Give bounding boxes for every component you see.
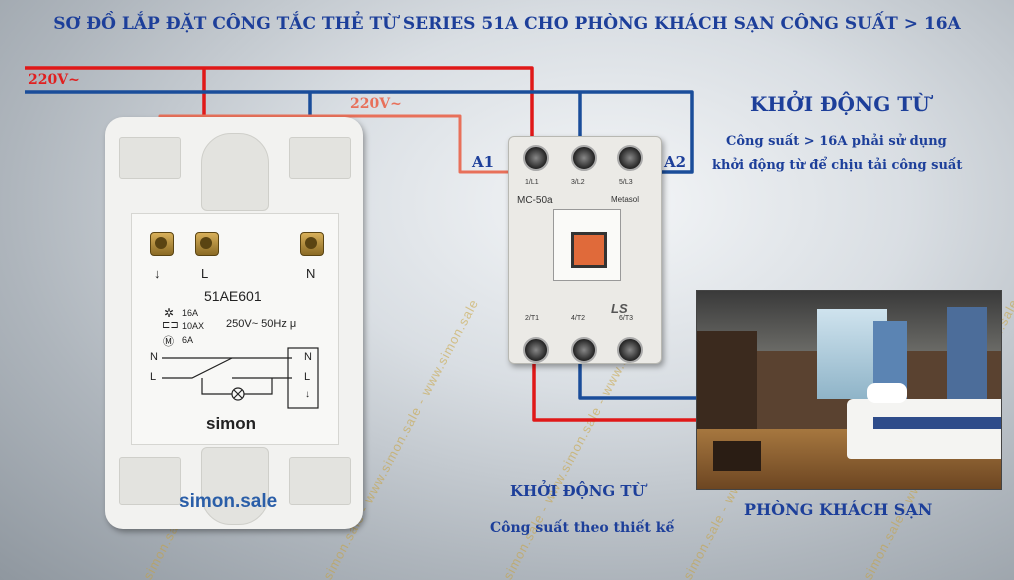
contactor-model: MC-50a	[517, 195, 553, 206]
wiring-right-ground-label: ↓	[305, 389, 310, 400]
terminal-n-label: N	[306, 266, 316, 281]
mount-slot-bottom	[201, 447, 269, 525]
contactor-series: Metasol	[611, 195, 640, 204]
neutral-wire-supply	[25, 90, 694, 174]
terminal-l	[195, 232, 219, 256]
plate-rib	[289, 137, 351, 179]
label-6-t3: 6/T3	[619, 315, 634, 322]
hotel-room-photo	[696, 290, 1002, 490]
terminal-ground	[150, 232, 174, 256]
contactor-note-line-2: khởi động từ để chịu tải công suất	[712, 158, 963, 173]
wiring-l-label: L	[150, 371, 157, 383]
terminal-5-l3	[617, 145, 643, 171]
live-wire-supply	[25, 66, 534, 150]
supply-voltage-label: 220V~	[28, 72, 80, 88]
terminal-4-t2	[571, 337, 597, 363]
contactor-caption-sub: Công suất theo thiết kế	[490, 520, 675, 536]
terminal-3-l2	[571, 145, 597, 171]
coil-voltage-label: 220V~	[350, 96, 402, 112]
terminal-1-l1	[523, 145, 549, 171]
contactor-caption: KHỞI ĐỘNG TỪ	[510, 482, 645, 500]
rating-16a: 16A	[182, 308, 199, 318]
coil-a2-label: A2	[664, 153, 687, 171]
terminal-ground-label: ↓	[154, 266, 161, 281]
coil-a1-label: A1	[472, 153, 495, 171]
ls-logo: LS	[611, 301, 628, 316]
wiring-n-label: N	[150, 351, 158, 363]
terminal-n	[300, 232, 324, 256]
motor-icon: Ⓜ	[163, 336, 174, 348]
plate-rib	[119, 137, 181, 179]
rating-10ax: 10AX	[182, 321, 205, 331]
wiring-right-n-label: N	[304, 351, 312, 363]
live-wire-load	[532, 345, 696, 422]
mount-slot-top	[201, 133, 269, 211]
terminal-6-t3	[617, 337, 643, 363]
switch-model: 51AE601	[204, 288, 262, 304]
internal-wiring-diagram	[162, 347, 319, 409]
page-title: SƠ ĐỒ LẮP ĐẶT CÔNG TẮC THẺ TỪ SERIES 51A…	[53, 14, 961, 34]
bulb-icon: ✲	[164, 306, 175, 320]
site-logo: simon.sale	[179, 491, 278, 512]
label-5-l3: 5/L3	[619, 179, 633, 186]
label-1-l1: 1/L1	[525, 179, 539, 186]
plate-rib	[119, 457, 181, 505]
magnetic-contactor: 1/L1 3/L2 5/L3 MC-50a Metasol LS 2/T1 4/…	[508, 136, 662, 364]
contactor-heading: KHỞI ĐỘNG TỪ	[750, 92, 930, 116]
label-3-l2: 3/L2	[571, 179, 585, 186]
plate-rib	[289, 457, 351, 505]
contactor-window	[553, 209, 621, 281]
label-2-t1: 2/T1	[525, 315, 540, 322]
switch-body: ↓ L N 51AE601 ✲ 16A ⊏⊐ 10AX Ⓜ 6A 250V~ 5…	[131, 213, 339, 445]
terminal-l-label: L	[201, 266, 209, 281]
voltage-rating: 250V~ 50Hz μ	[226, 318, 297, 330]
wiring-right-l-label: L	[304, 371, 311, 383]
armature-indicator	[571, 232, 607, 268]
room-caption: PHÒNG KHÁCH SẠN	[744, 500, 933, 519]
fluorescent-icon: ⊏⊐	[162, 320, 179, 331]
contactor-note-line-1: Công suất > 16A phải sử dụng	[726, 134, 947, 149]
label-4-t2: 4/T2	[571, 315, 586, 322]
key-card-switch: ↓ L N 51AE601 ✲ 16A ⊏⊐ 10AX Ⓜ 6A 250V~ 5…	[105, 117, 363, 529]
terminal-2-t1	[523, 337, 549, 363]
rating-6a: 6A	[182, 335, 194, 345]
brand-logo: simon	[206, 414, 257, 433]
